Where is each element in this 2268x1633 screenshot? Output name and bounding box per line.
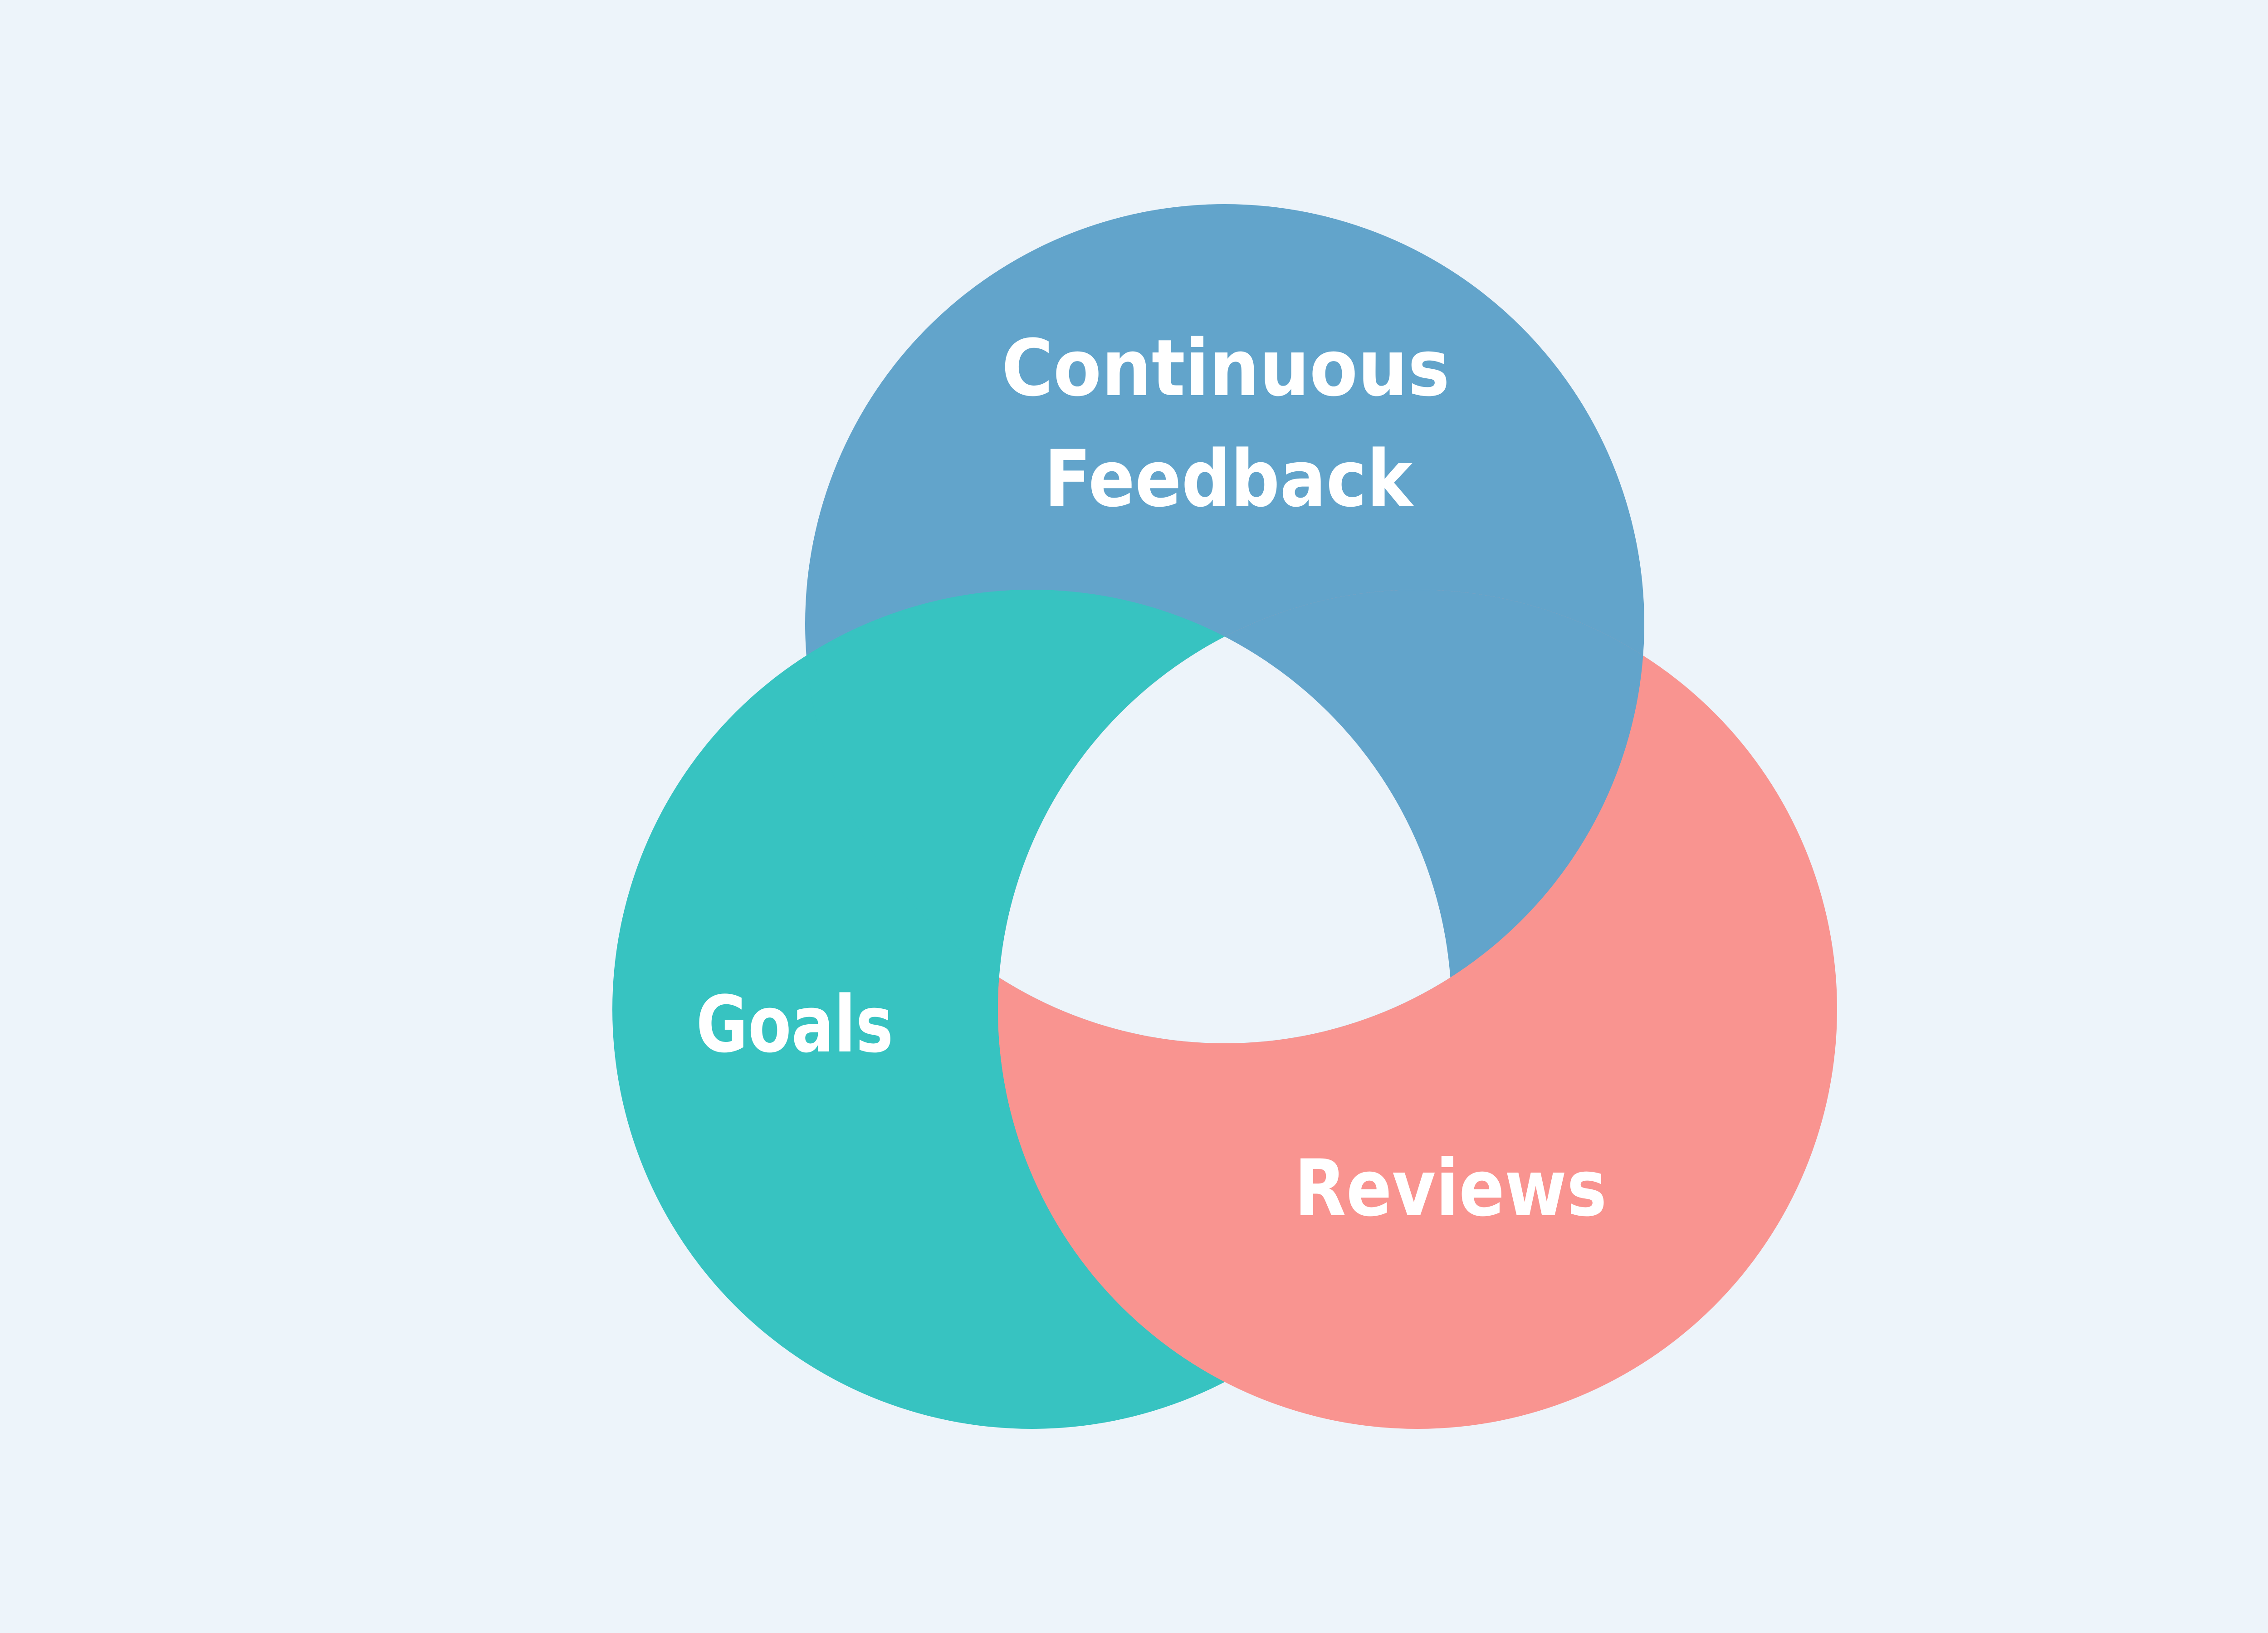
label-reviews: Reviews [1295, 1143, 1607, 1234]
label-continuous: Continuous [1002, 323, 1450, 414]
label-goals: Goals [696, 979, 894, 1070]
label-feedback: Feedback [1044, 433, 1414, 524]
